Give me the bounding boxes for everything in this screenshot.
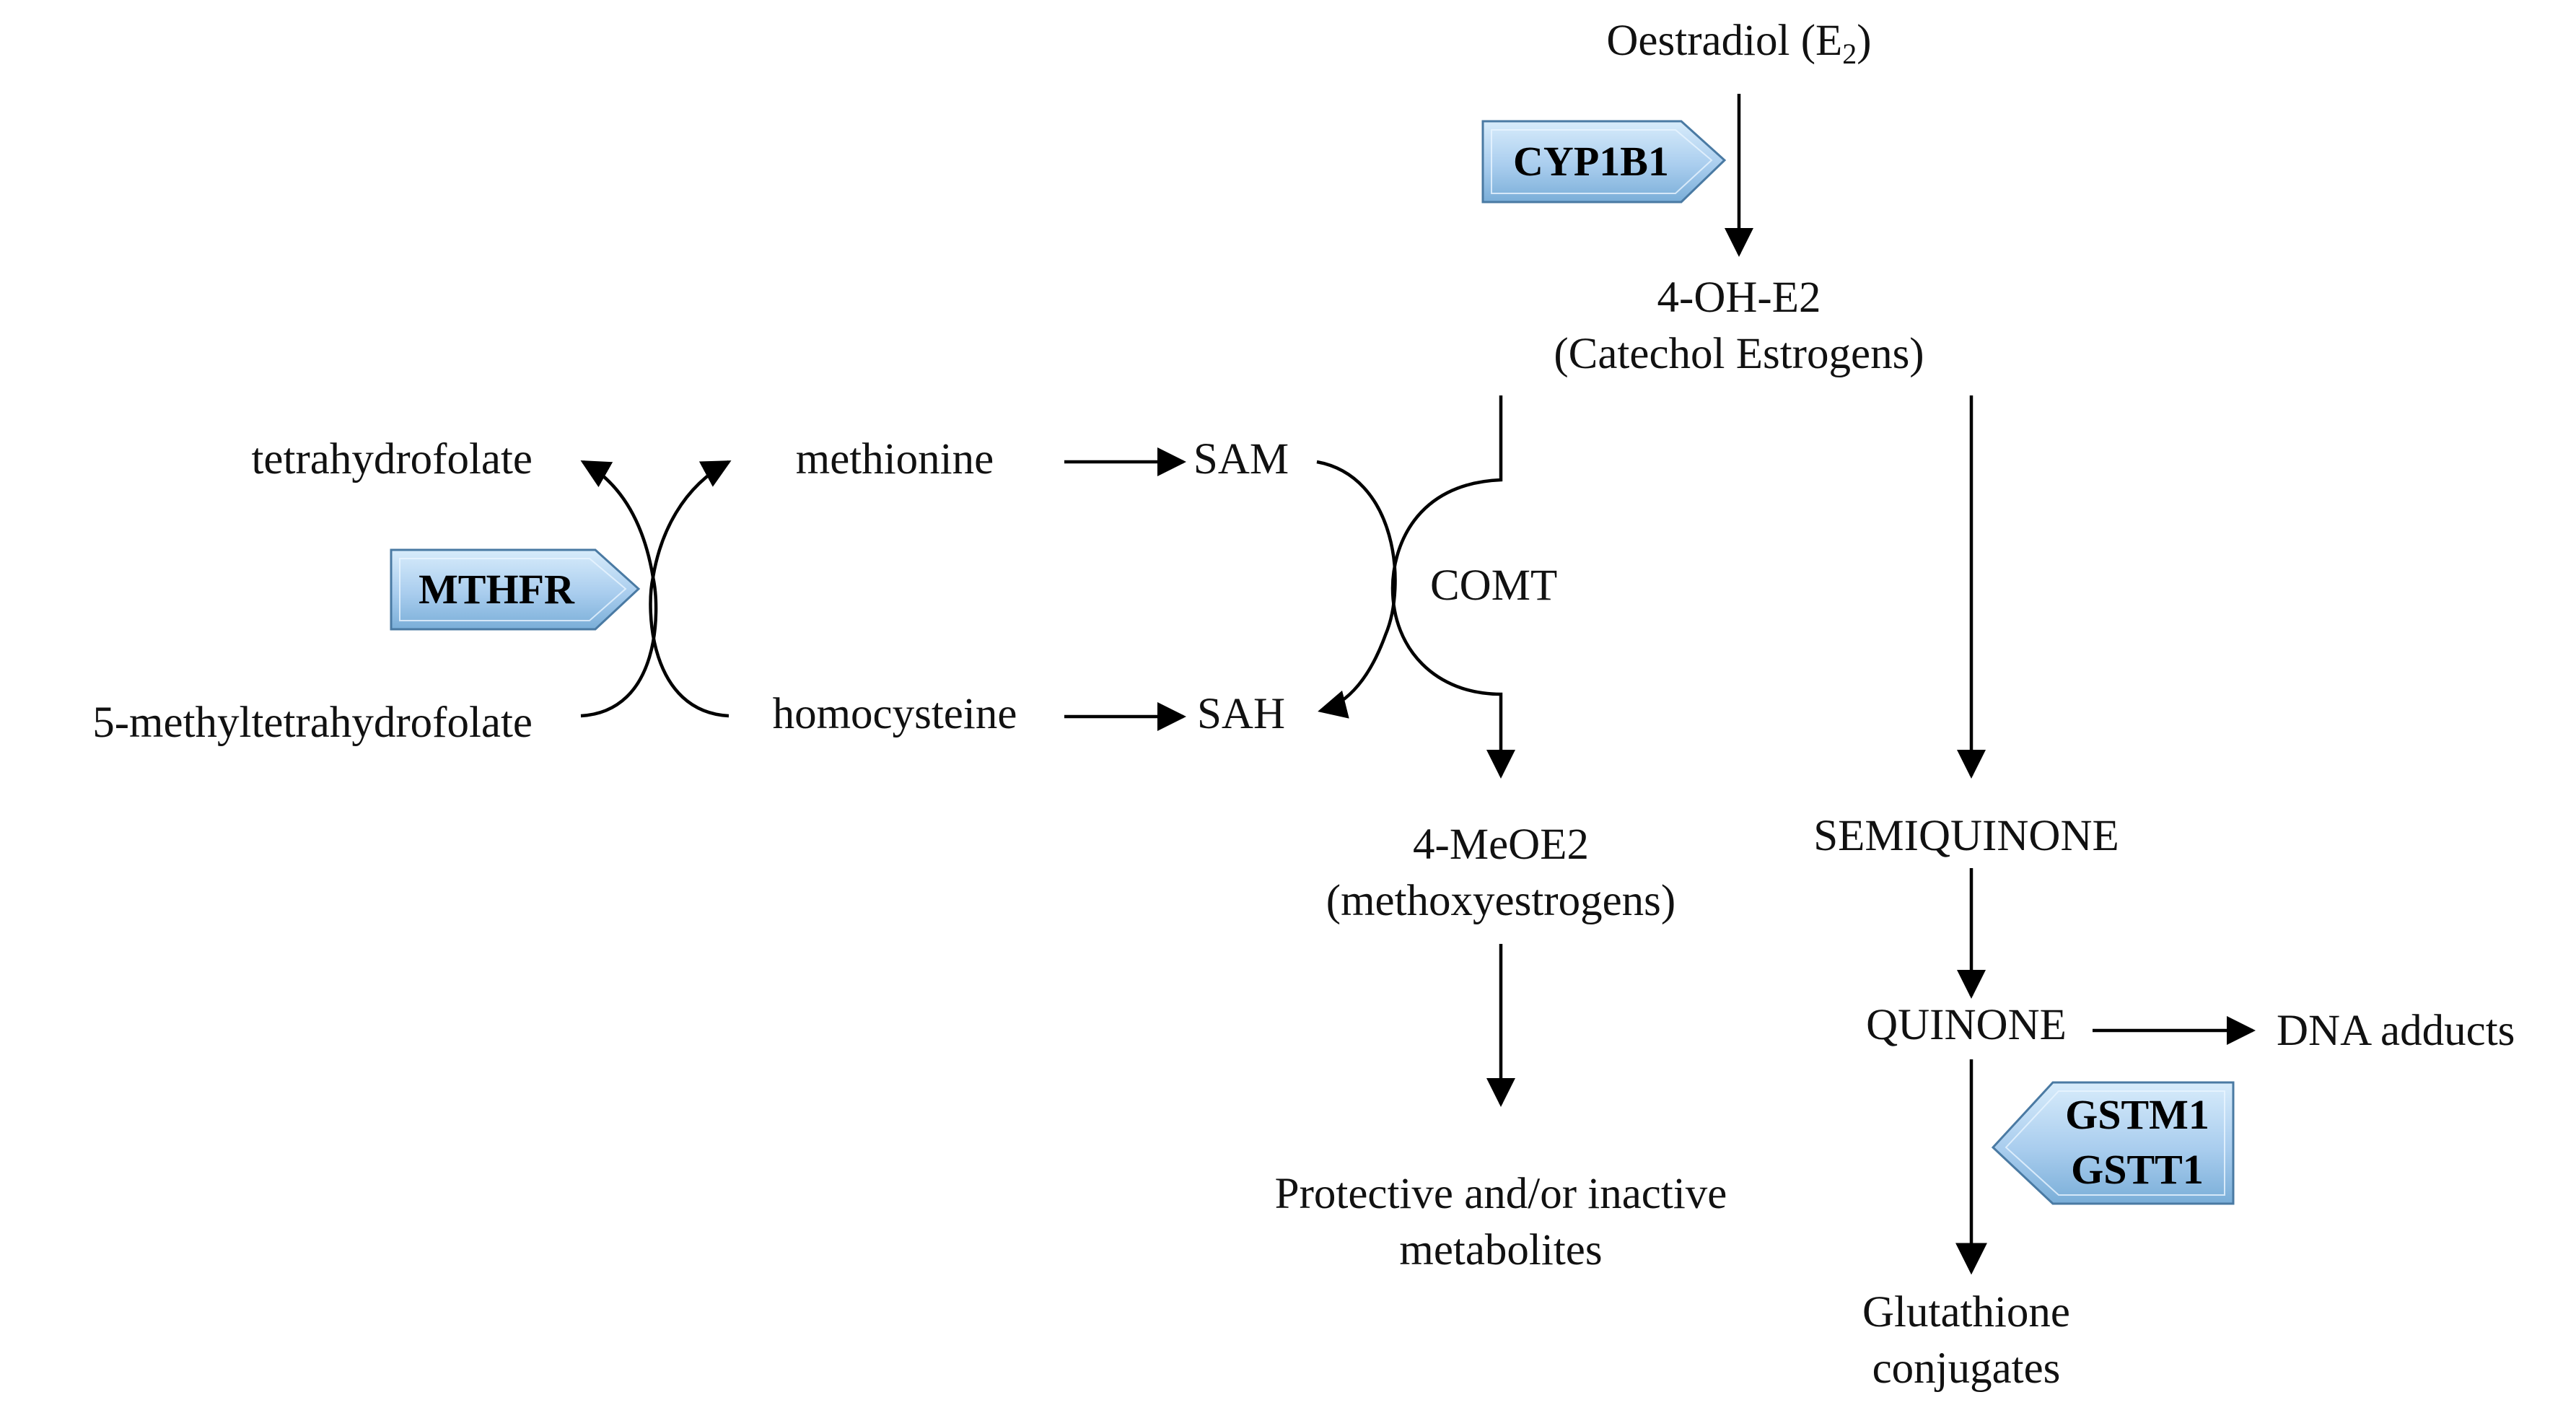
node-dna-adducts: DNA adducts xyxy=(2277,1007,2515,1055)
enzyme-label-gstt1: GSTT1 xyxy=(2071,1146,2204,1193)
node-semiquinone: SEMIQUINONE xyxy=(1813,812,2119,860)
node-protective-metabolites-line2: metabolites xyxy=(1399,1226,1602,1274)
node-sam: SAM xyxy=(1193,435,1289,483)
arrow-sam-to-sah xyxy=(1316,460,1397,719)
enzyme-label-gstm1: GSTM1 xyxy=(2065,1091,2209,1138)
node-4-oh-e2: 4-OH-E2 xyxy=(1657,273,1821,322)
node-oestradiol: Oestradiol (E2) xyxy=(1606,17,1871,70)
node-5-methyltetrahydrofolate: 5-methyltetrahydrofolate xyxy=(92,699,533,747)
node-comt: COMT xyxy=(1430,561,1557,610)
node-methionine: methionine xyxy=(796,435,994,483)
arrow-homocysteine-to-methionine xyxy=(649,460,732,718)
node-protective-metabolites-line1: Protective and/or inactive xyxy=(1275,1170,1727,1218)
node-methoxyestrogens: (methoxyestrogens) xyxy=(1326,877,1676,925)
arrow-catechol-to-meoe2-via-comt xyxy=(1390,395,1515,779)
node-catechol-estrogens: (Catechol Estrogens) xyxy=(1554,330,1924,378)
node-glutathione-line1: Glutathione xyxy=(1862,1288,2070,1336)
node-homocysteine: homocysteine xyxy=(773,690,1017,738)
node-glutathione-line2: conjugates xyxy=(1872,1344,2061,1393)
enzyme-badge-gstm1-gstt1: GSTM1 GSTT1 xyxy=(1991,1081,2235,1205)
node-tetrahydrofolate: tetrahydrofolate xyxy=(251,435,533,483)
enzyme-badge-cyp1b1: CYP1B1 xyxy=(1481,120,1727,203)
node-quinone: QUINONE xyxy=(1866,1001,2067,1049)
enzyme-label-mthfr: MTHFR xyxy=(419,566,575,613)
enzyme-badge-mthfr: MTHFR xyxy=(390,548,641,631)
node-sah: SAH xyxy=(1197,690,1285,738)
enzyme-label-cyp1b1: CYP1B1 xyxy=(1513,138,1669,185)
node-4-meoe2: 4-MeOE2 xyxy=(1413,820,1589,869)
